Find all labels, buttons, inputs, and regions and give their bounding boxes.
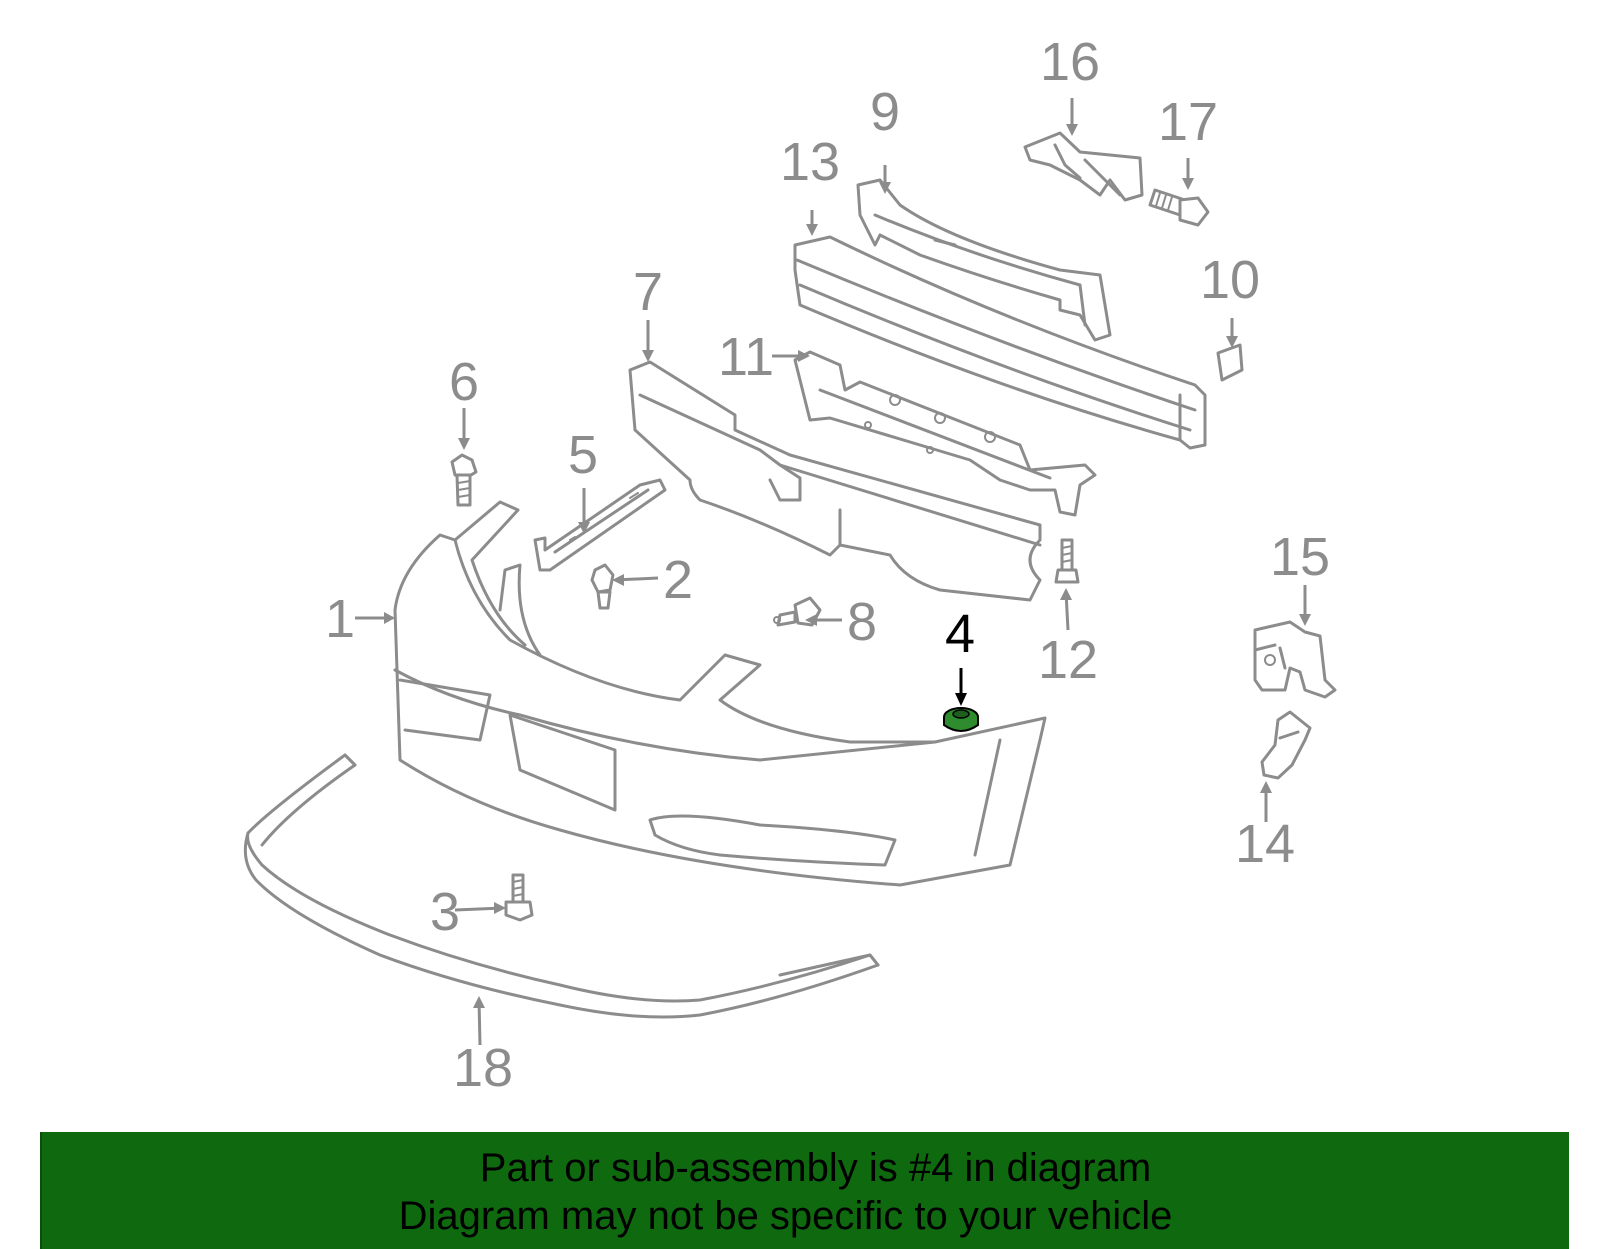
callout-16[interactable]: 16: [1040, 32, 1100, 92]
part-16-upper-bracket[interactable]: [1023, 131, 1144, 202]
part-12-stud[interactable]: [1054, 538, 1080, 584]
callout-7[interactable]: 7: [633, 262, 663, 322]
part-17-bolt[interactable]: [1148, 188, 1210, 227]
callout-9[interactable]: 9: [870, 82, 900, 142]
part-11-mounting-bracket[interactable]: [793, 350, 1097, 517]
part-10-clip[interactable]: [1216, 343, 1244, 382]
callout-3[interactable]: 3: [430, 882, 460, 942]
part-14-clip[interactable]: [1260, 710, 1312, 780]
callout-13[interactable]: 13: [780, 132, 840, 192]
callout-15[interactable]: 15: [1270, 527, 1330, 587]
part-5-bracket[interactable]: [533, 478, 667, 572]
part-1-bumper-cover[interactable]: [393, 500, 1047, 887]
callout-8[interactable]: 8: [847, 592, 877, 652]
banner-disclaimer: Diagram may not be specific to your vehi…: [398, 1194, 1173, 1238]
banner-part-message: Part or sub-assembly is #4 in diagram: [479, 1146, 1152, 1190]
part-6-bolt[interactable]: [450, 453, 478, 507]
part-18-deflector-strip[interactable]: [243, 753, 880, 1019]
part-2-push-pin[interactable]: [590, 563, 615, 610]
callout-4[interactable]: 4: [945, 604, 975, 664]
part-3-bolt[interactable]: [504, 873, 534, 922]
callout-labels: 1 2 3 4 5 6 7 8 9 10 11 12 13 14 15 16 1…: [325, 32, 1330, 1098]
part-15-side-bracket[interactable]: [1253, 620, 1337, 699]
callout-1[interactable]: 1: [325, 589, 355, 649]
callout-2[interactable]: 2: [663, 550, 693, 610]
part-9-upper-reinforcement[interactable]: [856, 178, 1112, 342]
callout-5[interactable]: 5: [568, 425, 598, 485]
callout-12[interactable]: 12: [1038, 630, 1098, 690]
callout-6[interactable]: 6: [449, 352, 479, 412]
part-4-nut-highlighted[interactable]: [943, 707, 979, 732]
leader-lines: [355, 98, 1311, 1046]
callout-11[interactable]: 11: [718, 327, 774, 387]
part-7-energy-absorber[interactable]: [628, 360, 1042, 602]
part-13-impact-bar[interactable]: [793, 235, 1207, 450]
callout-14[interactable]: 14: [1235, 814, 1295, 874]
callout-10[interactable]: 10: [1200, 250, 1260, 310]
info-banner: Part or sub-assembly is #4 in diagram Di…: [40, 1132, 1569, 1249]
callout-17[interactable]: 17: [1158, 92, 1218, 152]
callout-18[interactable]: 18: [453, 1038, 513, 1098]
